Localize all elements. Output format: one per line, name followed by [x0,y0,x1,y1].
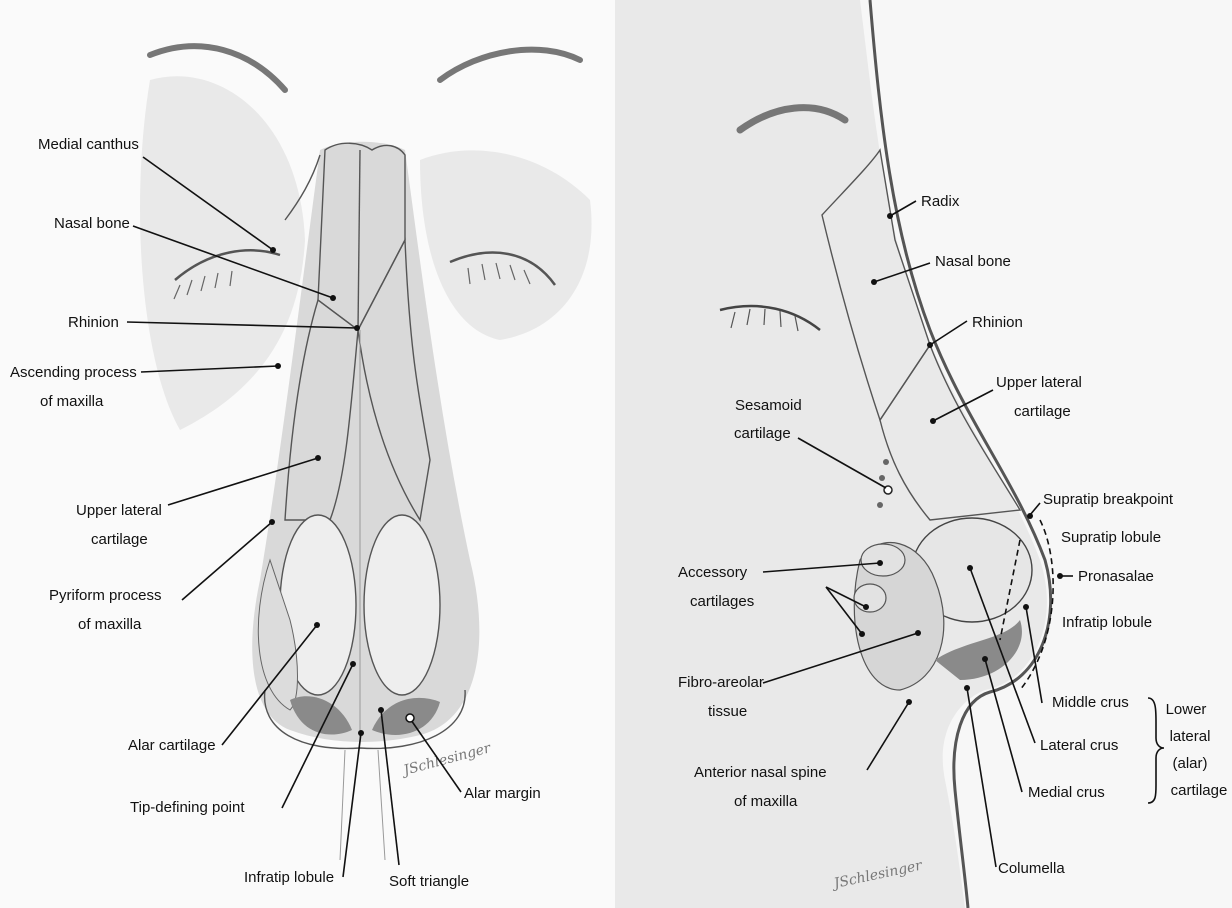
label-anterior-spine-line1: Anterior nasal spine [694,764,827,781]
accessory-cartilage-1 [861,544,905,576]
label-pronasalae: Pronasalae [1078,568,1154,585]
label-upper-lateral-lateral-line1: Upper lateral [996,374,1082,391]
label-lower-lateral-line4: cartilage [1171,782,1228,799]
label-fibro-line2: tissue [708,703,747,720]
lateral-view-panel: JSchlesinger Radix Nasal bone Rh [615,0,1232,908]
label-ascending-process-line1: Ascending process [10,364,137,381]
label-lateral-crus: Lateral crus [1040,737,1118,754]
label-lower-lateral-line1: Lower [1166,701,1207,718]
label-radix: Radix [921,193,960,210]
label-rhinion-frontal: Rhinion [68,314,119,331]
label-rhinion-lateral: Rhinion [972,314,1023,331]
label-sesamoid-line1: Sesamoid [735,397,802,414]
label-pyriform-line1: Pyriform process [49,587,162,604]
label-middle-crus: Middle crus [1052,694,1129,711]
label-anterior-spine-line2: of maxilla [734,793,798,810]
label-accessory-line1: Accessory [678,564,748,581]
label-columella: Columella [998,860,1065,877]
label-soft-triangle: Soft triangle [389,873,469,890]
label-upper-lateral-lateral-line2: cartilage [1014,403,1071,420]
right-alar-cartilage [364,515,440,695]
frontal-view-panel: JSchlesinger Medial canthus Nasal bone R… [0,0,615,908]
label-infratip-lobule-lateral: Infratip lobule [1062,614,1152,631]
label-supratip-breakpoint: Supratip breakpoint [1043,491,1174,508]
label-upper-lateral-frontal-line2: cartilage [91,531,148,548]
label-alar-margin: Alar margin [464,785,541,802]
label-accessory-line2: cartilages [690,593,754,610]
label-lower-lateral-line2: lateral [1170,728,1211,745]
label-lower-lateral-line3: (alar) [1172,755,1207,772]
label-ascending-process-line2: of maxilla [40,393,104,410]
label-medial-canthus: Medial canthus [38,136,139,153]
label-tip-defining-point: Tip-defining point [130,799,245,816]
label-infratip-lobule-frontal: Infratip lobule [244,869,334,886]
label-alar-cartilage: Alar cartilage [128,737,216,754]
label-nasal-bone-frontal: Nasal bone [54,215,130,232]
label-upper-lateral-frontal-line1: Upper lateral [76,502,162,519]
label-medial-crus: Medial crus [1028,784,1105,801]
label-fibro-line1: Fibro-areolar [678,674,764,691]
label-pyriform-line2: of maxilla [78,616,142,633]
label-nasal-bone-lateral: Nasal bone [935,253,1011,270]
accessory-cartilage-2 [854,584,886,612]
label-supratip-lobule: Supratip lobule [1061,529,1161,546]
label-sesamoid-line2: cartilage [734,425,791,442]
